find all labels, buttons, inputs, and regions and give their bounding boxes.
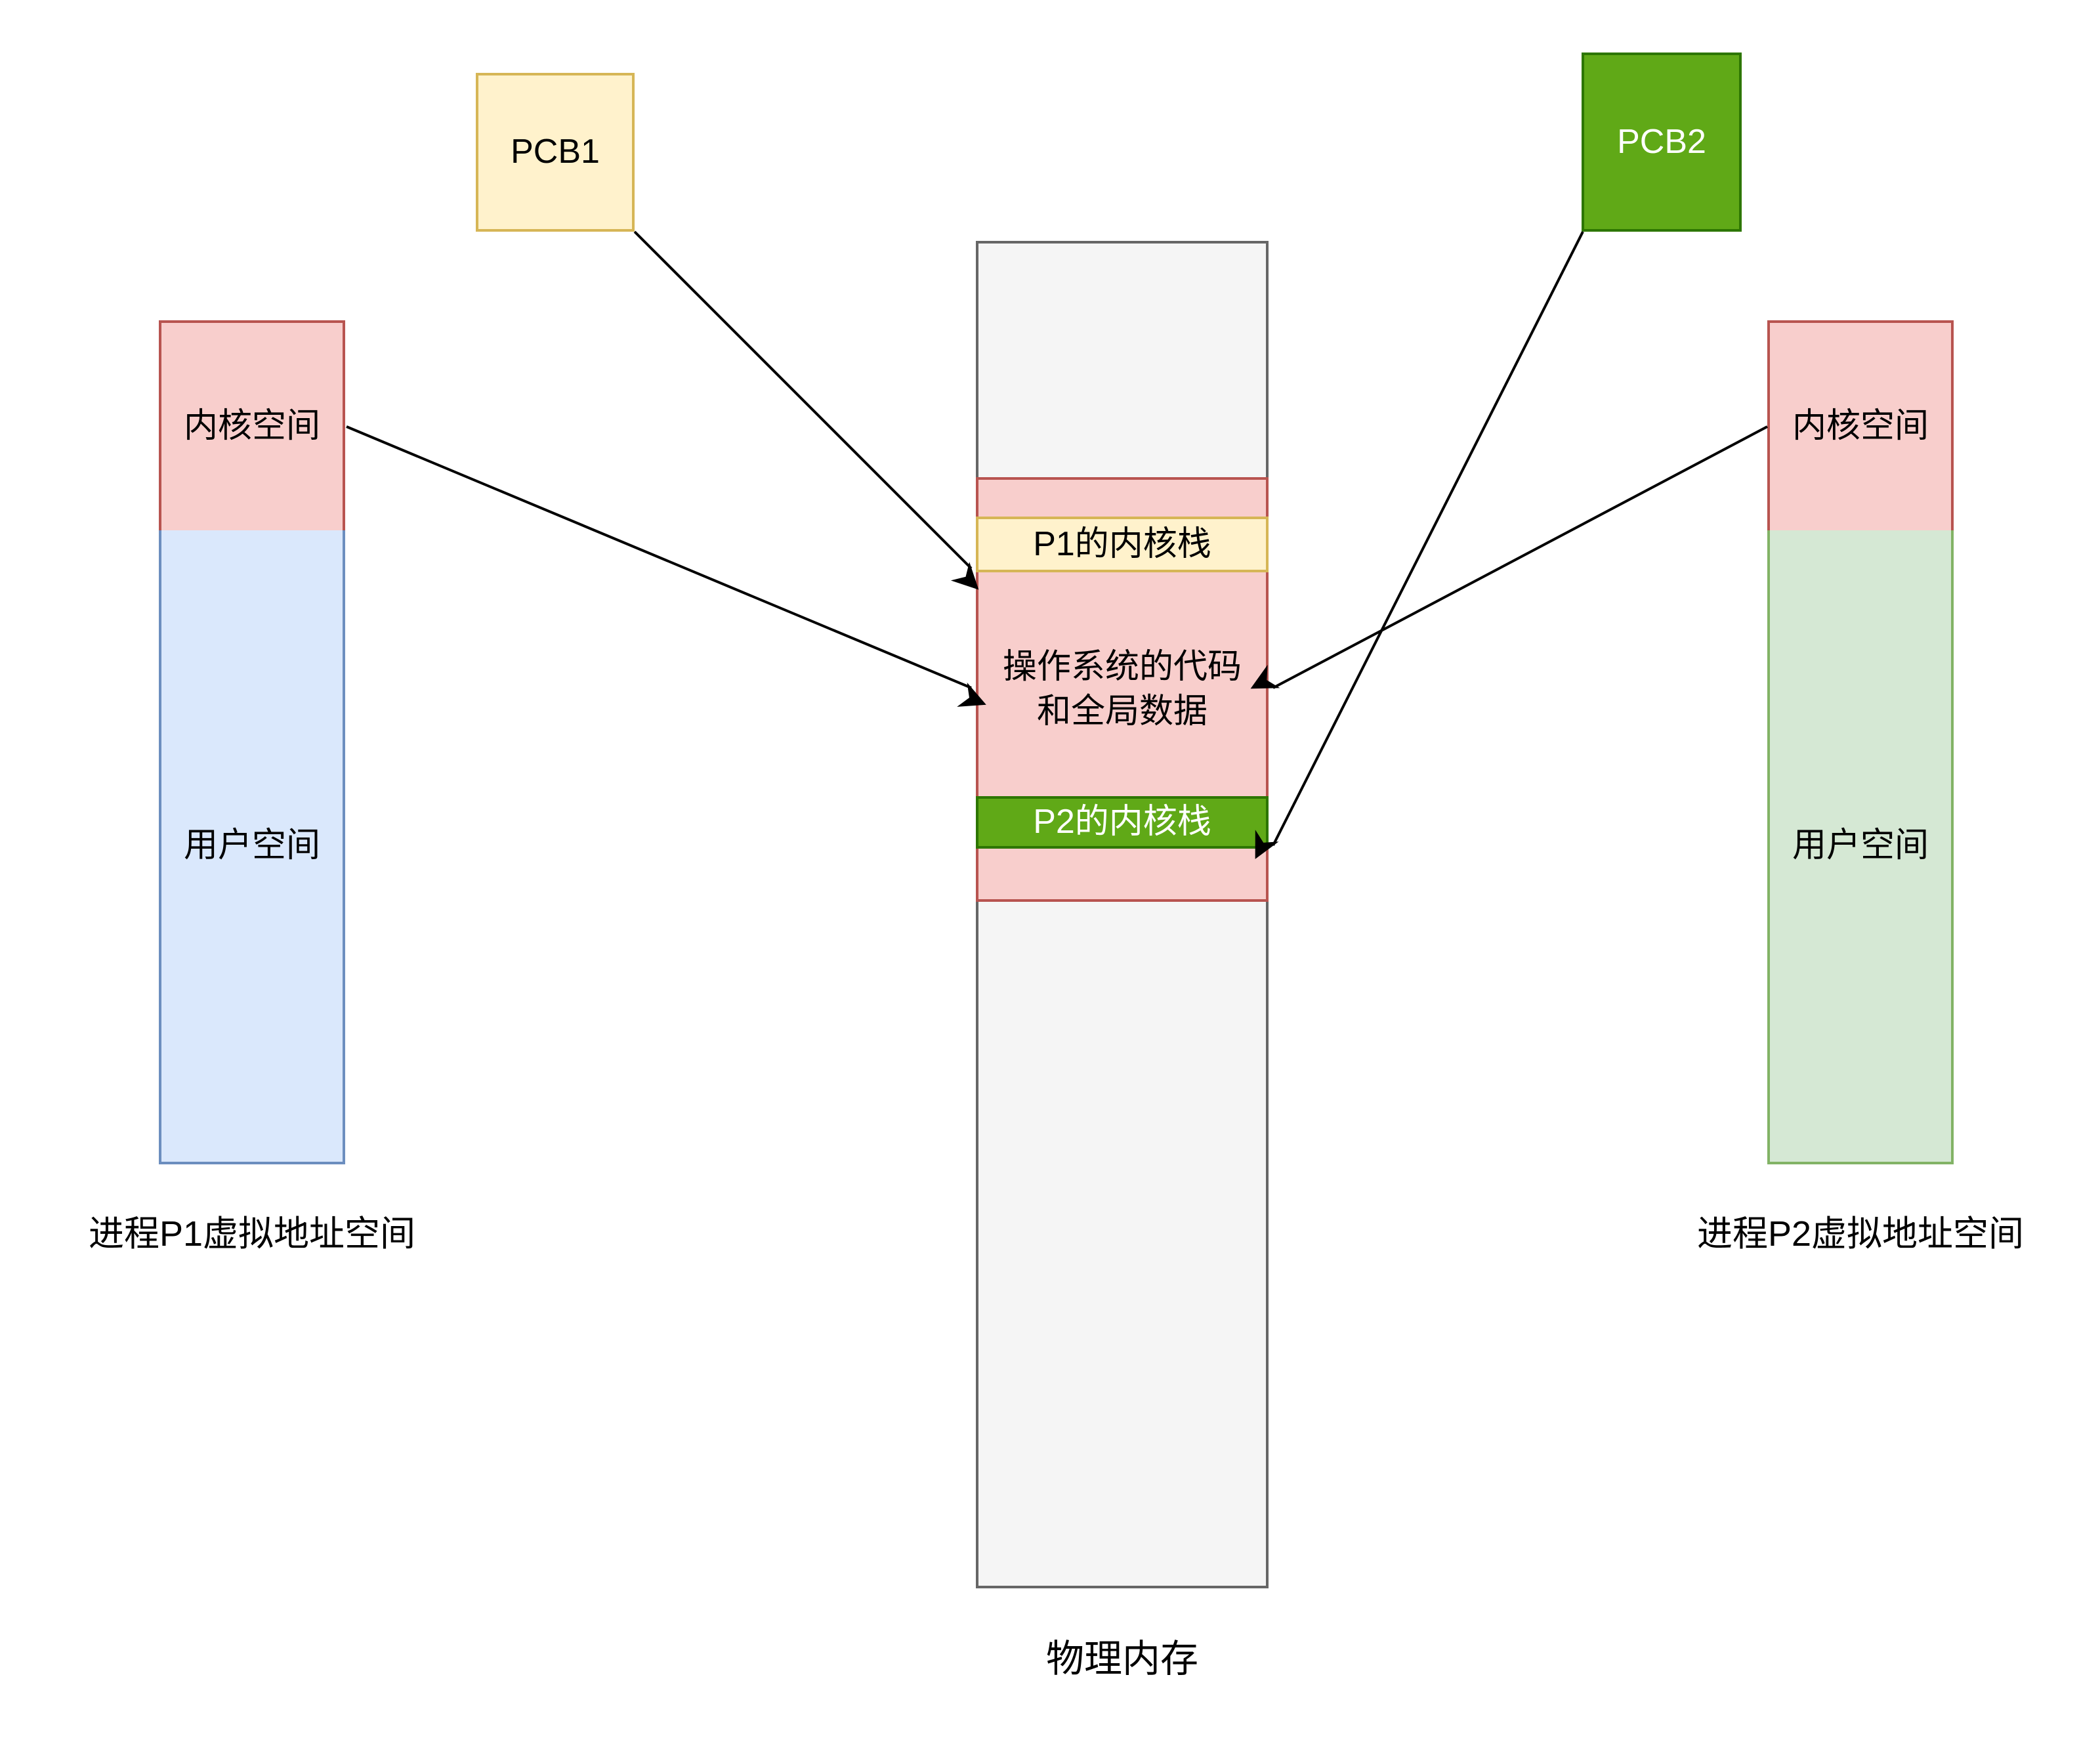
os-code-line2: 和全局数据	[1036, 692, 1208, 731]
os-code-line1: 操作系统的代码	[1002, 647, 1242, 686]
p1-kernel-stack-label: P1的内核栈	[1033, 524, 1211, 563]
pcb2-box: PCB2	[1582, 53, 1742, 232]
p2-kernel-stack: P2的内核栈	[976, 796, 1269, 849]
pcb1-box: PCB1	[476, 73, 635, 232]
arrow-p2-kernel-to-os-code	[1250, 425, 1768, 689]
p2-kernel-stack-label: P2的内核栈	[1033, 803, 1211, 841]
p1-space-caption: 进程P1虚拟地址空间	[88, 1214, 416, 1254]
p1-kernel-stack: P1的内核栈	[976, 517, 1269, 572]
physical-memory-column	[976, 241, 1269, 1588]
pcb1-label: PCB1	[511, 133, 600, 171]
os-code-and-data-label: 操作系统的代码 和全局数据	[1003, 645, 1242, 734]
arrow-p1-kernel-to-os-code	[346, 425, 986, 707]
pcb2-label: PCB2	[1617, 122, 1706, 161]
p1-kernel-space: 内核空间	[159, 320, 345, 533]
p2-user-space-label: 用户空间	[1792, 826, 1929, 865]
arrow-pcb1-to-p1-kernel-stack	[633, 230, 979, 590]
p1-user-space-label: 用户空间	[183, 826, 320, 865]
p2-space-caption: 进程P2虚拟地址空间	[1696, 1214, 2025, 1254]
p1-kernel-space-label: 内核空间	[183, 407, 320, 446]
p2-kernel-space-label: 内核空间	[1792, 407, 1929, 446]
p2-user-space: 用户空间	[1767, 530, 1954, 1164]
p1-user-space: 用户空间	[159, 530, 345, 1164]
physical-memory-caption: 物理内存	[1045, 1638, 1198, 1680]
p2-kernel-space: 内核空间	[1767, 320, 1954, 533]
arrow-pcb2-to-p2-kernel-stack	[1255, 231, 1584, 859]
